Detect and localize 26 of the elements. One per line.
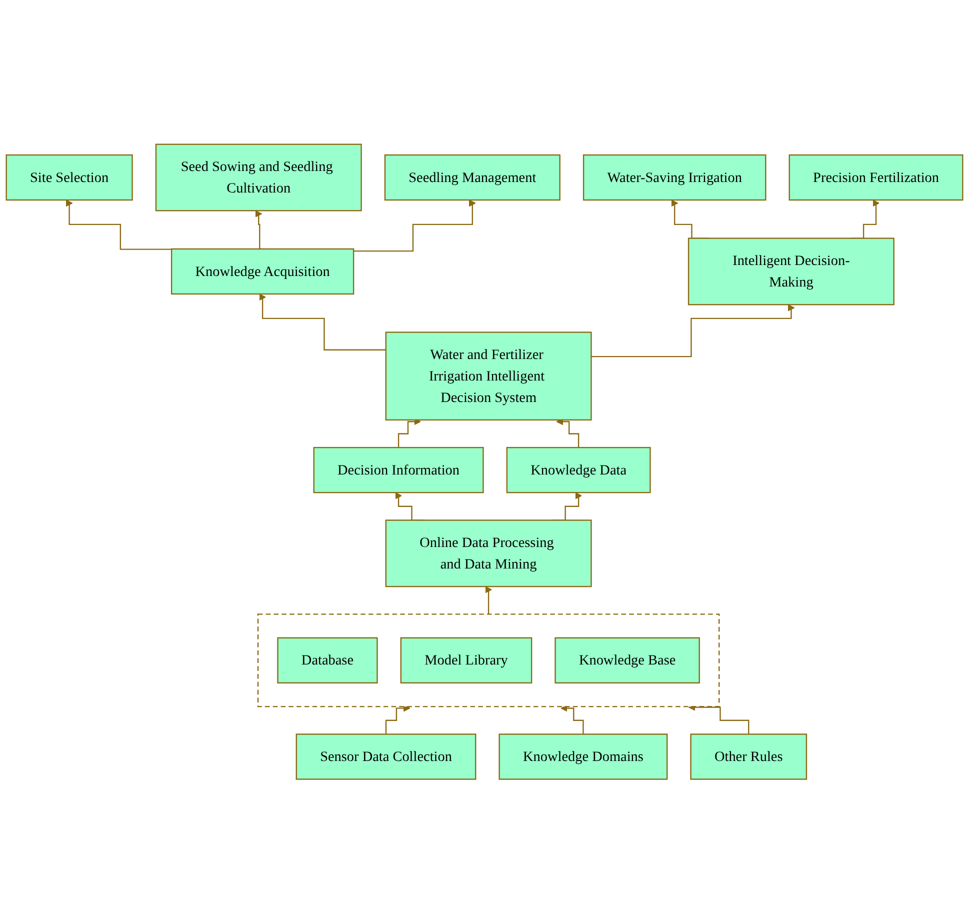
node-box: Precision Fertilization <box>788 154 964 201</box>
node-box: Site Selection <box>6 154 133 201</box>
node-box: Knowledge Base <box>554 638 700 684</box>
node-box: Decision Information <box>313 447 484 494</box>
node-box: Knowledge Acquisition <box>170 248 354 295</box>
arrow <box>66 200 172 250</box>
arrow <box>688 704 750 736</box>
arrow <box>354 200 476 252</box>
node-box: Sensor Data Collection <box>296 734 476 780</box>
arrow <box>259 294 386 351</box>
node-box: Intelligent Decision-Making <box>688 238 894 306</box>
node-box: Knowledge Data <box>506 447 651 494</box>
node-box: Seedling Management <box>384 154 560 201</box>
cluster <box>257 614 720 708</box>
node-box: Seed Sowing and Seedling Cultivation <box>155 144 362 212</box>
arrow <box>560 705 584 736</box>
node-box: Water-Saving Irrigation <box>582 154 766 201</box>
node-box: Other Rules <box>690 734 808 780</box>
arrow <box>255 210 262 250</box>
node-box: Database <box>277 638 378 684</box>
arrow <box>485 586 492 615</box>
node-box: Water and Fertilizer Irrigation Intelligent Decision System <box>385 332 592 421</box>
node-box: Knowledge Domains <box>498 734 668 780</box>
node-box: Online Data Processing and Data Mining <box>385 520 592 588</box>
node-box: Model Library <box>400 638 532 684</box>
arrow <box>591 304 795 358</box>
